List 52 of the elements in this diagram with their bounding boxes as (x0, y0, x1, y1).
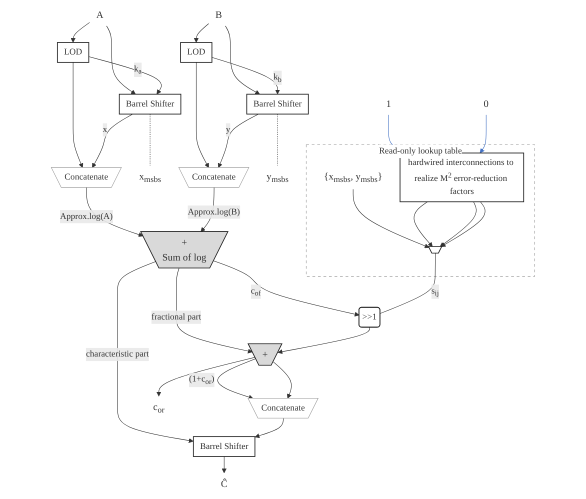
node-text: B (215, 9, 222, 20)
connector (380, 253, 436, 314)
arrow (352, 189, 430, 248)
arrow (273, 362, 292, 399)
edge-label: y (226, 124, 230, 134)
arrow (72, 62, 84, 168)
edge-label: (1+c$_{or}$) (189, 374, 214, 386)
node-box (118, 94, 182, 114)
arrow (88, 56, 162, 94)
arrow (106, 26, 136, 94)
node-text: x$_{msbs}$ (139, 170, 162, 184)
edge-label: Approx.log(A) (60, 212, 113, 222)
edge-label: s$_{ij}$ (431, 286, 439, 298)
arrow (217, 358, 256, 400)
edge-label: x (102, 124, 108, 134)
node-box (56, 42, 90, 63)
node-box (192, 436, 256, 457)
node-trapezoid (428, 246, 442, 254)
edge-label: fractional part (151, 312, 202, 322)
node-text: A (96, 9, 104, 20)
edge-label: Approx.log(B) (188, 207, 240, 217)
edge-label: characteristic part (86, 350, 149, 359)
arrow (440, 201, 477, 247)
arrow (92, 114, 133, 168)
node-box (246, 94, 309, 114)
arrow (218, 114, 259, 168)
node-text: Ĉ (220, 478, 228, 490)
edge-label: k$_{a}$ (134, 64, 142, 76)
arrow (213, 260, 360, 317)
node-text: {x$_{msbs}$, y$_{msbs}$} (324, 170, 382, 184)
arrow (254, 418, 284, 438)
node-box (180, 42, 212, 63)
arrow (156, 357, 256, 396)
arrow (414, 201, 433, 247)
arrow (222, 456, 227, 474)
arrow (196, 62, 209, 168)
arrow (194, 23, 209, 43)
arrow (278, 327, 370, 354)
edge-label: k$_{b}$ (274, 72, 282, 84)
arrow (225, 26, 260, 94)
node-text: 1 (386, 98, 392, 110)
connector (277, 114, 278, 166)
arrow (176, 268, 253, 354)
arrow (70, 22, 90, 43)
node-text: y$_{msbs}$ (266, 170, 289, 184)
node-text: c$_{or}$ (153, 401, 164, 415)
edge-label: c$_{of}$ (250, 286, 261, 298)
arrow (212, 57, 280, 94)
node-text: 0 (484, 98, 489, 110)
arrow (440, 201, 486, 247)
arrow (117, 261, 194, 443)
arrow (480, 114, 486, 154)
